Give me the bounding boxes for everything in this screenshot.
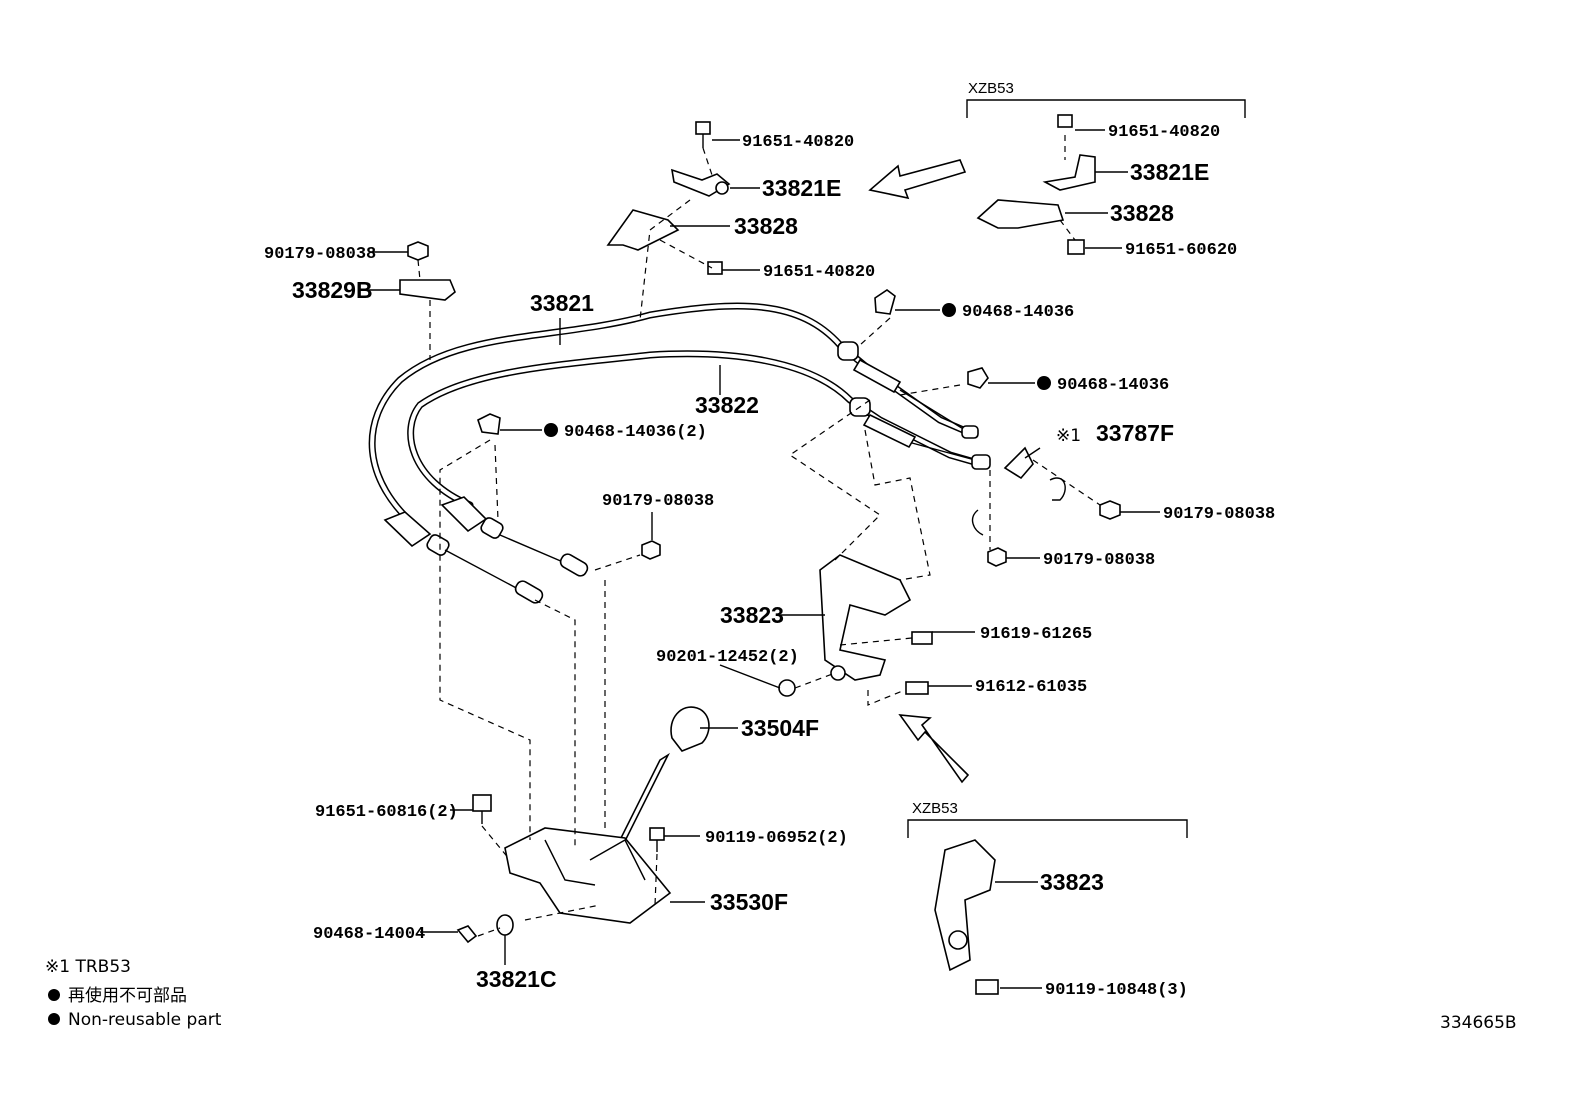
cable-end-left-a (383, 511, 544, 604)
label-91651-60816: 91651-60816(2) (315, 803, 458, 822)
arrow-to-bracket-33823 (898, 714, 970, 784)
clip-90468-14004[interactable] (456, 925, 478, 944)
label-33821: 33821 (530, 290, 594, 316)
label-33530F: 33530F (710, 889, 788, 915)
nonreusable-dot-3 (544, 423, 558, 437)
bolt-91651-40820-mid[interactable] (707, 261, 723, 275)
cable-end-right-a (837, 341, 979, 439)
clamp-33829B[interactable] (399, 279, 456, 301)
label-90119-10848: 90119-10848(3) (1045, 981, 1188, 1000)
label-90179-08038-b: 90179-08038 (602, 492, 714, 511)
legend-nonreusable-jp: 再使用不可部品 (68, 985, 187, 1006)
label-91612-61035: 91612-61035 (975, 678, 1087, 697)
xzb53-top-33828[interactable] (976, 199, 1065, 229)
label-33823-b: 33823 (1040, 869, 1104, 895)
bolt-90119-06952[interactable] (649, 827, 665, 852)
label-note-mark: ※1 (1056, 426, 1081, 446)
label-90179-08038-a: 90179-08038 (264, 245, 376, 264)
nut-90179-08038-lower[interactable] (987, 547, 1007, 567)
label-91651-40820-c: 91651-40820 (1108, 123, 1220, 142)
label-33829B: 33829B (292, 277, 373, 303)
nonreusable-dot-2 (1037, 376, 1051, 390)
label-91651-40820-a: 91651-40820 (742, 133, 854, 152)
label-33828-b: 33828 (1110, 200, 1174, 226)
label-91651-60620: 91651-60620 (1125, 241, 1237, 260)
label-33821E-a: 33821E (762, 175, 841, 201)
xzb53-bottom-bolt-90119-10848[interactable] (975, 979, 999, 995)
bushing-33821C[interactable] (496, 914, 514, 936)
label-33822: 33822 (695, 392, 759, 418)
nut-90179-08038-top[interactable] (407, 241, 429, 261)
xzb53-top-bolt[interactable] (1057, 114, 1073, 128)
shift-base-33530F[interactable] (504, 827, 672, 924)
label-xzb53-bottom: XZB53 (912, 800, 958, 817)
bracket-33828-left[interactable] (606, 209, 680, 251)
diagram-id: 334665B (1440, 1013, 1517, 1033)
bracket-33821E-left[interactable] (670, 168, 731, 197)
label-90468-14036-a: 90468-14036 (962, 303, 1074, 322)
legend-nonreusable-en: Non-reusable part (68, 1010, 222, 1030)
bracket-33823-main[interactable] (819, 554, 912, 681)
xzb53-bottom-bracket-outline (907, 819, 1188, 838)
label-90468-14036-b: 90468-14036 (1057, 376, 1169, 395)
nut-90179-08038-mid[interactable] (641, 540, 661, 560)
label-33504F: 33504F (741, 715, 819, 741)
label-90179-08038-c: 90179-08038 (1163, 505, 1275, 524)
legend-note: ※1 TRB53 (45, 957, 131, 977)
clip-90468-14036-a[interactable] (874, 289, 896, 315)
knob-33504F[interactable] (670, 706, 710, 752)
xzb53-top-bolt-91651-60620[interactable] (1067, 239, 1085, 255)
legend-dot-2 (48, 1013, 60, 1025)
label-33821C: 33821C (476, 966, 557, 992)
label-33828-a: 33828 (734, 213, 798, 239)
label-33823-a: 33823 (720, 602, 784, 628)
bolt-91619-61265[interactable] (911, 631, 933, 645)
legend-dot-1 (48, 989, 60, 1001)
xzb53-top-bracket-outline (966, 99, 1246, 118)
bolt-91651-60816[interactable] (472, 794, 492, 824)
washer-90201-12452[interactable] (778, 665, 846, 697)
label-33787F: 33787F (1096, 420, 1174, 446)
solid-leaders (365, 129, 1160, 989)
label-90468-14036-2: 90468-14036(2) (564, 423, 707, 442)
label-xzb53-top: XZB53 (968, 80, 1014, 97)
nut-90179-08038-right[interactable] (1099, 500, 1121, 520)
arrow-to-top-brackets (868, 159, 967, 200)
label-91651-40820-b: 91651-40820 (763, 263, 875, 282)
xzb53-top-33821E[interactable] (1042, 154, 1096, 191)
label-90201-12452: 90201-12452(2) (656, 648, 799, 667)
nonreusable-dot-1 (942, 303, 956, 317)
clip-90468-14036-c[interactable] (477, 413, 501, 435)
clip-33787F[interactable] (971, 446, 1066, 536)
cable-33821[interactable] (368, 302, 979, 534)
cable-33822[interactable] (407, 350, 989, 509)
clip-90468-14036-b[interactable] (967, 367, 989, 389)
dashed-leaders (417, 135, 1101, 937)
label-90468-14004: 90468-14004 (313, 925, 425, 944)
cable-end-left-b (440, 496, 589, 577)
xzb53-bottom-33823[interactable] (934, 839, 996, 972)
label-91619-61265: 91619-61265 (980, 625, 1092, 644)
bolt-91651-40820-top[interactable] (695, 121, 711, 148)
bolt-91612-61035[interactable] (905, 681, 929, 695)
label-33821E-b: 33821E (1130, 159, 1209, 185)
label-90119-06952: 90119-06952(2) (705, 829, 848, 848)
label-90179-08038-d: 90179-08038 (1043, 551, 1155, 570)
